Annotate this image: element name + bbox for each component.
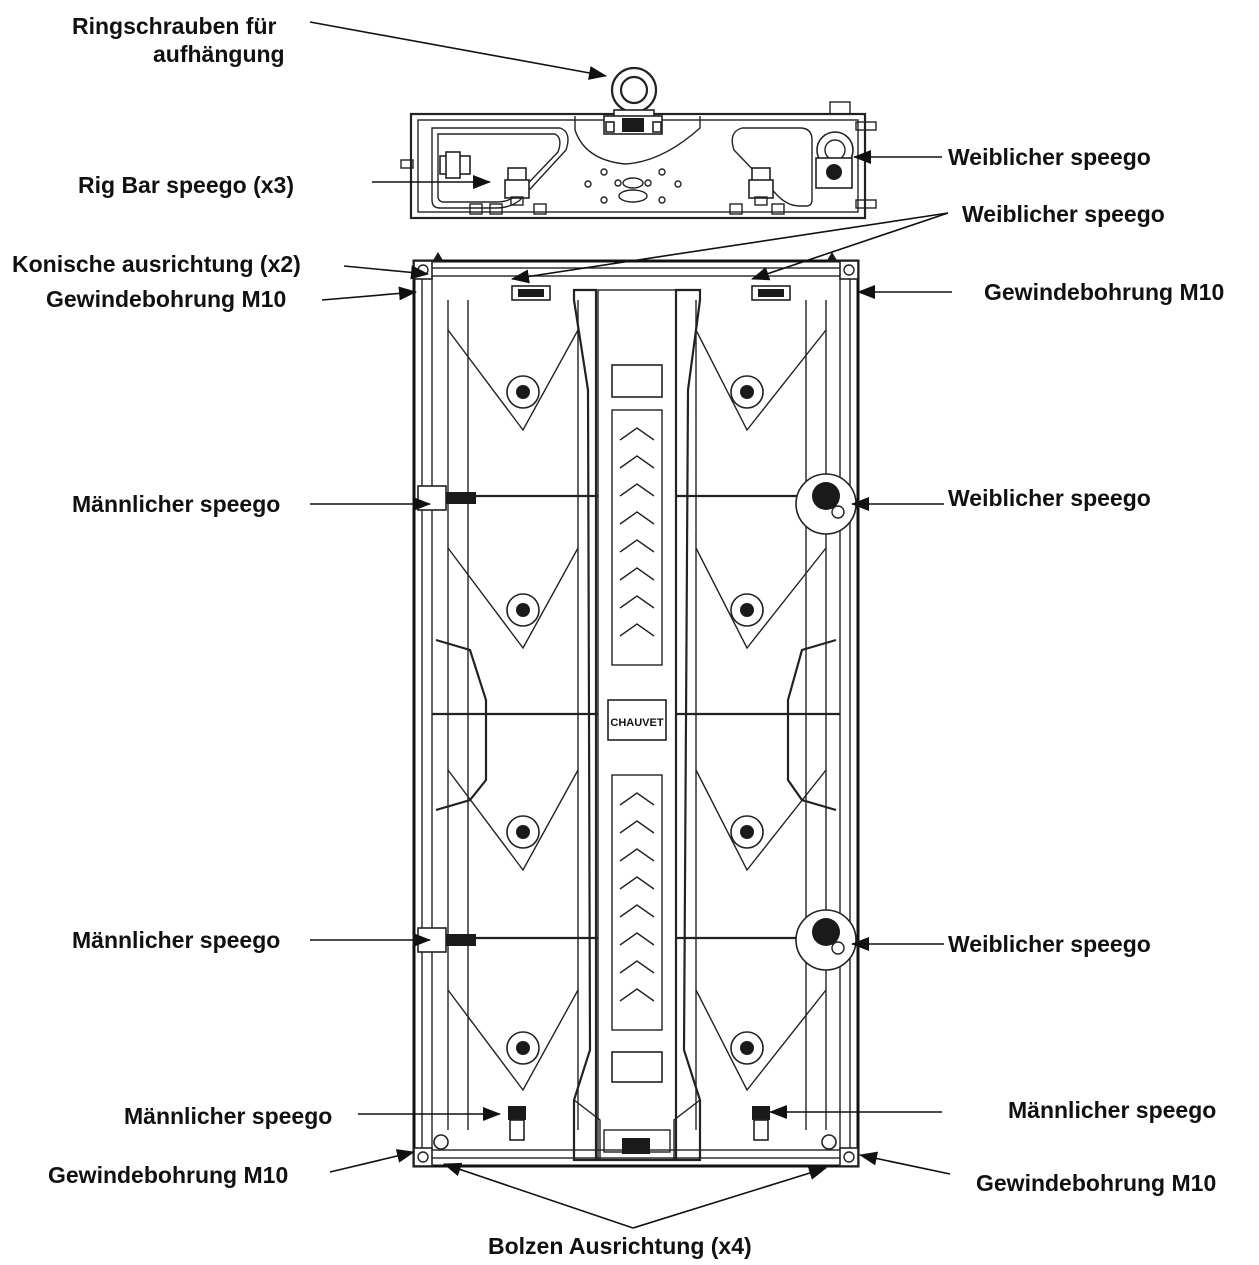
callout-lines [309, 21, 952, 1229]
rig-bar-female-speego [815, 121, 877, 209]
module-connectors-left [506, 375, 540, 1065]
labels: Ringschrauben für aufhängung Rig Bar spe… [12, 13, 1224, 1259]
label-female-speego-top: Weiblicher speego [962, 201, 1165, 227]
led-panel: CHAUVET [412, 252, 860, 1168]
label-male-speego-bottom-right: Männlicher speego [1008, 1097, 1216, 1123]
male-speego-left-lower-shape [417, 927, 476, 953]
rig-bar-speego-center [504, 167, 530, 206]
rig-bar [400, 66, 877, 220]
female-speego-right-upper-shape [795, 473, 857, 535]
label-female-speego-right-upper: Weiblicher speego [948, 485, 1151, 511]
ring-bolt [603, 66, 663, 135]
label-threaded-hole-bottom-right: Gewindebohrung M10 [976, 1170, 1216, 1196]
label-female-speego-right-lower: Weiblicher speego [948, 931, 1151, 957]
rig-bar-speego-left [400, 151, 471, 179]
label-threaded-hole-top-left: Gewindebohrung M10 [46, 286, 286, 312]
label-male-speego-bottom-left: Männlicher speego [124, 1103, 332, 1129]
panel-logo: CHAUVET [610, 717, 663, 729]
label-female-speego-rig-bar: Weiblicher speego [948, 144, 1151, 170]
label-ring-bolts-line2: aufhängung [153, 41, 285, 67]
label-threaded-hole-bottom-left: Gewindebohrung M10 [48, 1162, 288, 1188]
label-rig-bar-speego: Rig Bar speego (x3) [78, 172, 294, 198]
label-conical-alignment: Konische ausrichtung (x2) [12, 251, 301, 277]
female-speego-right-lower-shape [795, 909, 857, 971]
center-spine: CHAUVET [572, 288, 702, 1162]
label-male-speego-left-lower: Männlicher speego [72, 927, 280, 953]
label-ring-bolts-line1: Ringschrauben für [72, 13, 277, 39]
rig-bar-speego-right [748, 167, 774, 206]
label-threaded-hole-top-right: Gewindebohrung M10 [984, 279, 1224, 305]
module-connectors-right [730, 375, 764, 1065]
label-bolt-alignment: Bolzen Ausrichtung (x4) [488, 1233, 752, 1259]
label-male-speego-left-upper: Männlicher speego [72, 491, 280, 517]
